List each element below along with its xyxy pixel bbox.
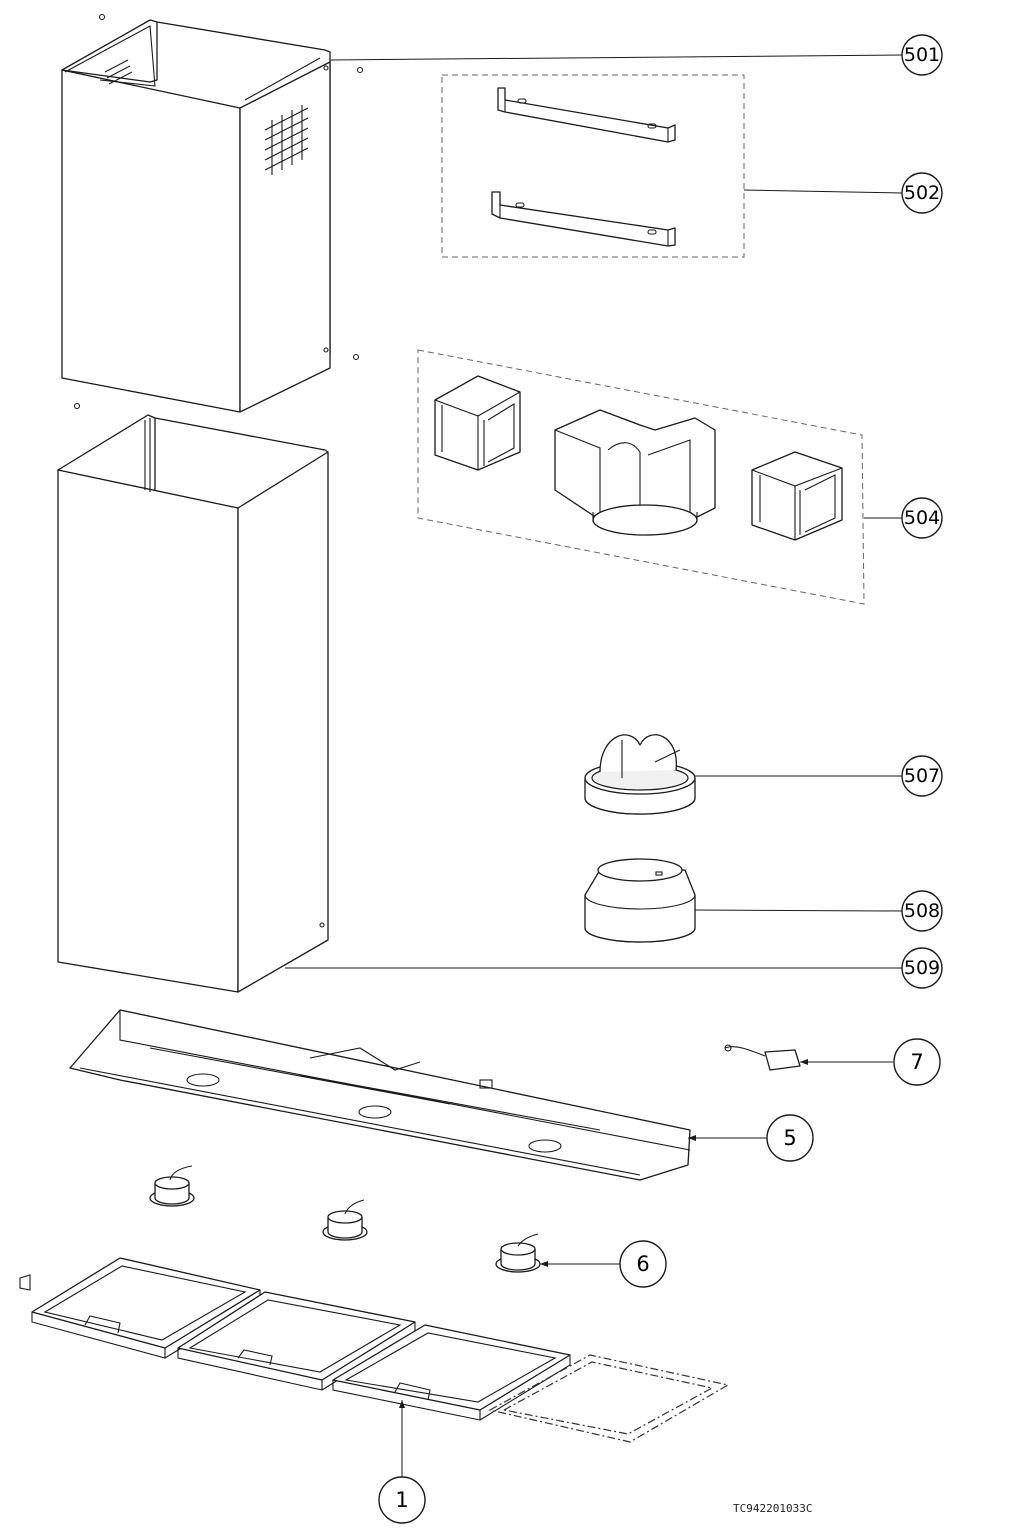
reducer-part-508: [584, 858, 696, 943]
bracket-set-part-502: [441, 74, 745, 258]
callout-1: 1: [378, 1476, 426, 1524]
grease-filters-part-1: [19, 1257, 730, 1443]
callout-508: 508: [901, 890, 943, 932]
lamp-assembly-part-6: [149, 1165, 541, 1273]
callout-label-509: 509: [904, 957, 940, 979]
callout-7: 7: [893, 1038, 941, 1086]
callout-label-5: 5: [783, 1126, 796, 1150]
lamp-2: [322, 1199, 368, 1241]
backflow-damper-part-507: [584, 734, 696, 815]
callout-label-501: 501: [904, 44, 940, 66]
callout-label-507: 507: [904, 765, 940, 787]
lamp-3: [495, 1233, 541, 1273]
duct-connector-set-part-504: [417, 349, 865, 605]
callout-label-1: 1: [395, 1488, 408, 1512]
callout-504: 504: [901, 497, 943, 539]
callout-label-6: 6: [636, 1252, 649, 1276]
filter-ghost-optional: [488, 1354, 730, 1443]
lower-chimney-part-509: [57, 414, 329, 993]
callout-502: 502: [901, 172, 943, 214]
callout-label-508: 508: [904, 900, 940, 922]
callout-509: 509: [901, 947, 943, 989]
lamp-1: [149, 1165, 195, 1207]
callout-6: 6: [619, 1240, 667, 1288]
callout-label-7: 7: [910, 1050, 923, 1074]
base-frame-part-5: [69, 1009, 691, 1181]
callout-5: 5: [766, 1114, 814, 1162]
callout-label-504: 504: [904, 507, 940, 529]
callout-501: 501: [901, 34, 943, 76]
terminal-block-part-7: [724, 1044, 801, 1071]
callout-label-502: 502: [904, 182, 940, 204]
document-code: TC942201033C: [733, 1502, 812, 1515]
callout-507: 507: [901, 755, 943, 797]
upper-chimney-part-501: [61, 13, 364, 413]
filter-3: [332, 1324, 571, 1421]
leader-lines: [285, 54, 903, 1478]
